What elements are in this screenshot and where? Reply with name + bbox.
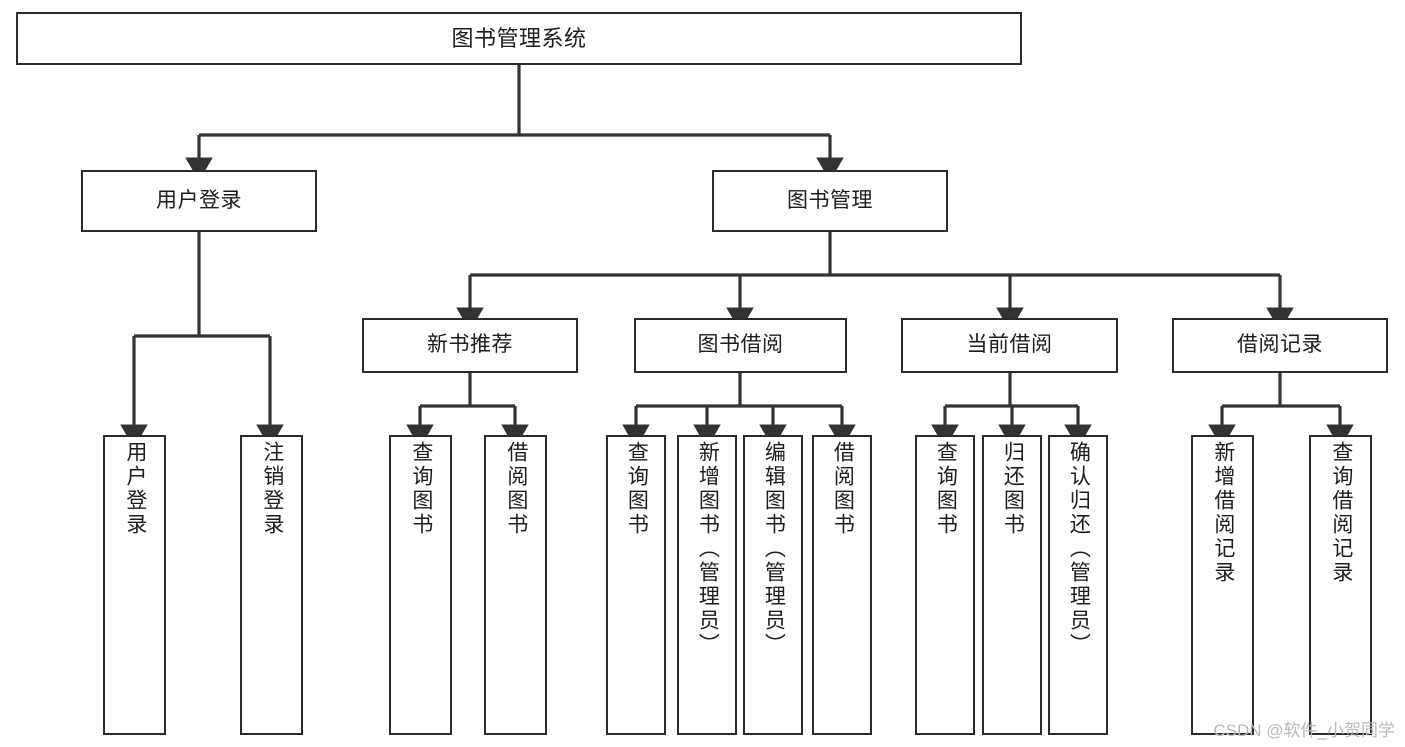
leaf-query-record[interactable]: 查询借阅记录 (1309, 435, 1372, 735)
node-label: 新增图书（管理员） (696, 441, 720, 657)
node-label: 确认归还（管理员） (1067, 441, 1091, 657)
node-label: 图书管理 (787, 188, 873, 212)
leaf-add-record[interactable]: 新增借阅记录 (1191, 435, 1254, 735)
leaf-user-login[interactable]: 用户登录 (103, 435, 166, 735)
leaf-query-book-2[interactable]: 查询图书 (606, 435, 666, 735)
leaf-edit-book[interactable]: 编辑图书（管理员） (743, 435, 803, 735)
node-label: 查询图书 (409, 441, 433, 537)
leaf-query-book-3[interactable]: 查询图书 (915, 435, 975, 735)
node-book-management[interactable]: 图书管理 (712, 170, 948, 232)
node-label: 借阅记录 (1237, 333, 1323, 357)
node-label: 当前借阅 (966, 333, 1053, 357)
node-label: 编辑图书（管理员） (762, 441, 786, 657)
node-label: 借阅图书 (504, 441, 528, 537)
node-current-borrow[interactable]: 当前借阅 (901, 318, 1118, 373)
node-label: 查询借阅记录 (1329, 441, 1353, 585)
node-label: 查询图书 (934, 441, 958, 537)
node-label: 查询图书 (625, 441, 649, 537)
node-label: 图书管理系统 (451, 25, 587, 51)
leaf-logout[interactable]: 注销登录 (240, 435, 303, 735)
node-borrow-record[interactable]: 借阅记录 (1172, 318, 1388, 373)
node-label: 借阅图书 (831, 441, 855, 537)
node-label: 新增借阅记录 (1211, 441, 1235, 585)
node-label: 图书借阅 (697, 333, 784, 357)
node-new-book-recommend[interactable]: 新书推荐 (362, 318, 578, 373)
node-label: 用户登录 (123, 441, 147, 537)
node-user-login[interactable]: 用户登录 (81, 170, 317, 232)
leaf-add-book[interactable]: 新增图书（管理员） (677, 435, 737, 735)
leaf-confirm-return[interactable]: 确认归还（管理员） (1048, 435, 1108, 735)
node-label: 归还图书 (1001, 441, 1025, 537)
node-root-图书管理系统[interactable]: 图书管理系统 (16, 12, 1022, 65)
leaf-query-book-1[interactable]: 查询图书 (389, 435, 452, 735)
leaf-return-book[interactable]: 归还图书 (982, 435, 1042, 735)
leaf-borrow-book-1[interactable]: 借阅图书 (484, 435, 547, 735)
node-label: 注销登录 (260, 441, 284, 537)
leaf-borrow-book-2[interactable]: 借阅图书 (812, 435, 872, 735)
node-label: 用户登录 (156, 188, 242, 212)
node-label: 新书推荐 (427, 333, 513, 357)
node-book-borrow[interactable]: 图书借阅 (634, 318, 847, 373)
